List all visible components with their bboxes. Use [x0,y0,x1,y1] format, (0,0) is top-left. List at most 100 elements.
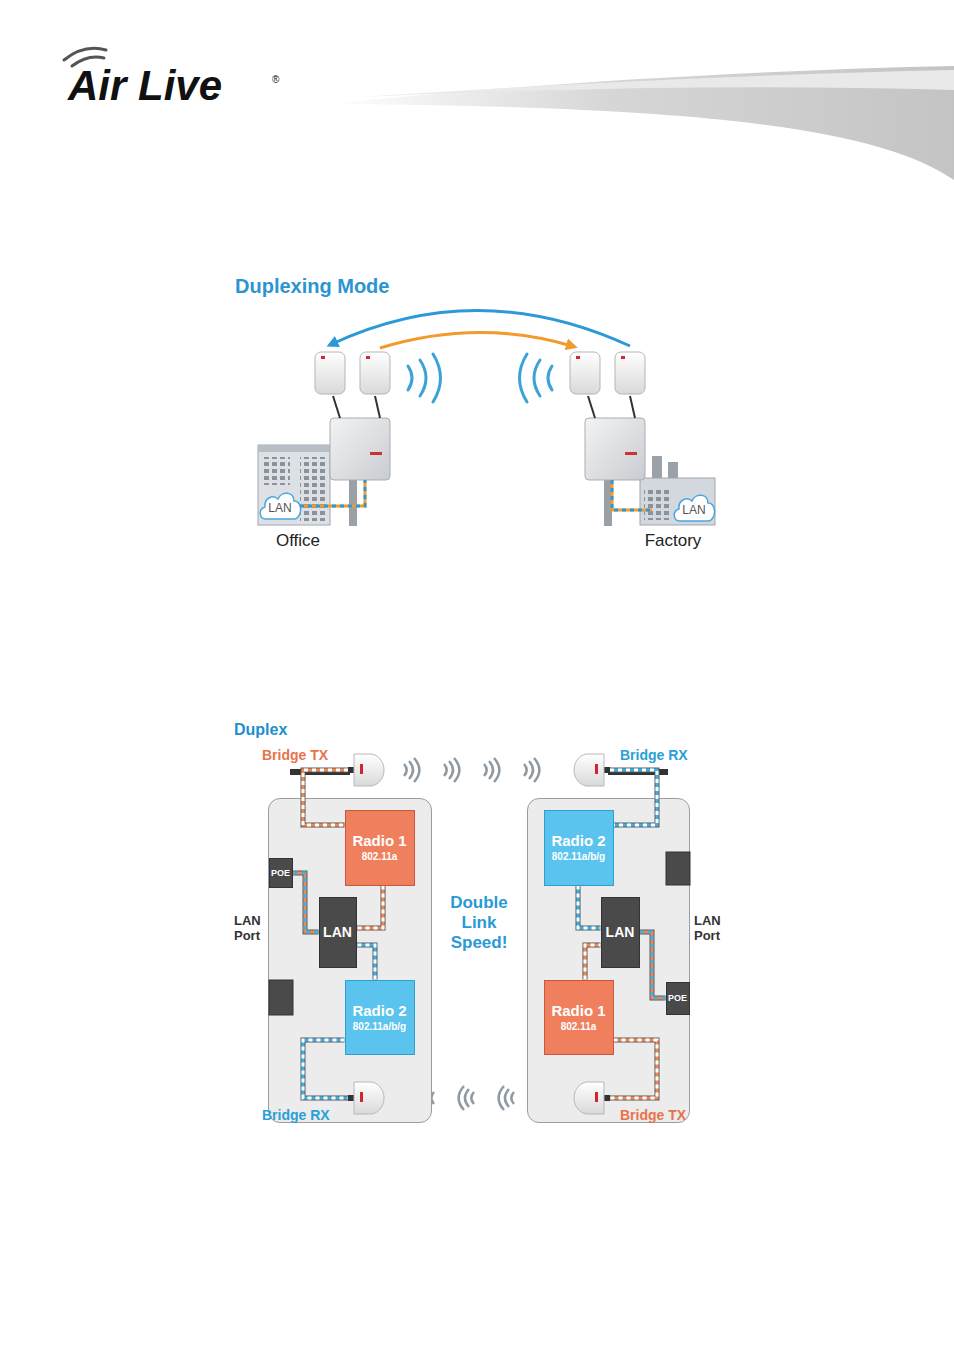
panel-antenna [570,352,600,394]
radio-waves [520,354,528,402]
header-swoosh [330,66,954,180]
radio-wave [529,761,533,779]
radio-wave [414,758,419,782]
cable-connector [293,873,319,932]
antenna-node: Bridge TX [566,1078,610,1118]
radio-wave [444,764,447,776]
bridge-device [625,452,637,455]
node-text: 802.11a [561,1020,597,1033]
factory-building [652,456,662,480]
cable-connector [357,945,376,980]
antenna-shape [574,754,610,786]
antenna-cable [333,396,635,418]
lan-cable [300,480,365,506]
mount-pole [349,478,612,526]
panel-antenna [576,356,580,359]
lan-cable [612,480,652,510]
cable-stripe [357,945,376,980]
cable-connector [303,770,348,825]
radio-box: Radio 1802.11a [544,980,614,1055]
radio-waves [433,354,441,402]
panel-antenna [621,356,625,359]
radio-waves [408,366,412,390]
radio-wave [505,1089,509,1107]
cable-core [303,1040,348,1098]
antenna-shape [595,1092,598,1102]
cable-outline [640,932,666,998]
office-building [300,457,326,521]
factory-building [644,490,672,520]
antenna-shape [574,1082,604,1114]
lan-cable [300,480,365,506]
cable-stripe [578,886,601,929]
cable-outline [610,1040,657,1098]
cable-outline [357,945,376,980]
antenna-shape [574,754,604,786]
node-text: LAN [682,497,705,517]
lan-switch: LAN [319,897,357,968]
cable-core [357,945,376,980]
cable-stripe [303,770,348,825]
cable-outline [303,770,348,825]
factory-building [668,462,678,480]
antenna-shape [348,767,354,773]
header-swoosh [360,70,954,97]
node-heading: Bridge TX [262,747,344,764]
node-text: LAN [606,924,635,940]
cable-stripe [610,1040,657,1098]
radio-wave [449,761,453,779]
connectors [293,770,666,1098]
lan-cloud: LAN [257,488,303,522]
node-text: Radio 1 [352,832,406,850]
office-building [258,445,330,452]
node-text: LAN [268,495,291,515]
poe-port: POE [666,982,690,1015]
cable-connector [303,1040,348,1098]
cable-stripe [293,873,319,932]
antenna-cable [333,396,340,418]
radio-waves [534,360,540,396]
node-text: Radio 2 [352,1002,406,1020]
cloud-shape [260,493,300,519]
mount-pole [349,478,357,526]
antenna-node: Bridge TX [348,750,392,790]
cable-connector [585,945,601,980]
radio-wave [494,758,499,782]
antenna-shape [360,1092,363,1102]
antenna-shape [354,1082,384,1114]
cable-connector [640,932,666,998]
cable-connector [357,886,384,929]
poe-port: POE [269,858,293,888]
antenna-shape [604,1095,610,1101]
radio-wave [511,1092,514,1104]
antenna-shape [595,764,598,774]
cable-connector [610,770,657,825]
antenna-shape [348,1095,354,1101]
cable-outline [357,886,384,929]
radio-waves [548,366,552,390]
cable-core [585,945,601,980]
bridge-device [330,418,645,480]
radio-wave [499,1086,504,1110]
antenna-node: Bridge RX [566,750,610,790]
lan-cable [612,480,652,510]
lan-cloud: LAN [671,490,717,524]
cable-stripe [303,1040,348,1098]
site-label: Office [253,530,343,551]
cloud-shape [674,495,714,521]
radio-wave [524,764,527,776]
antenna-shape [566,750,610,790]
cable-stripe [585,945,601,980]
port-block [269,980,293,1015]
cable-stripe [640,932,666,998]
cable-core [357,886,384,929]
antenna-node: Bridge RX [348,1078,392,1118]
node-heading: Bridge RX [262,1107,344,1124]
cable-core [610,770,657,825]
radio-wave [471,1092,474,1104]
diagram-title: Duplexing Mode [235,275,389,298]
node-text: POE [668,993,687,1003]
cable-outline [585,945,601,980]
